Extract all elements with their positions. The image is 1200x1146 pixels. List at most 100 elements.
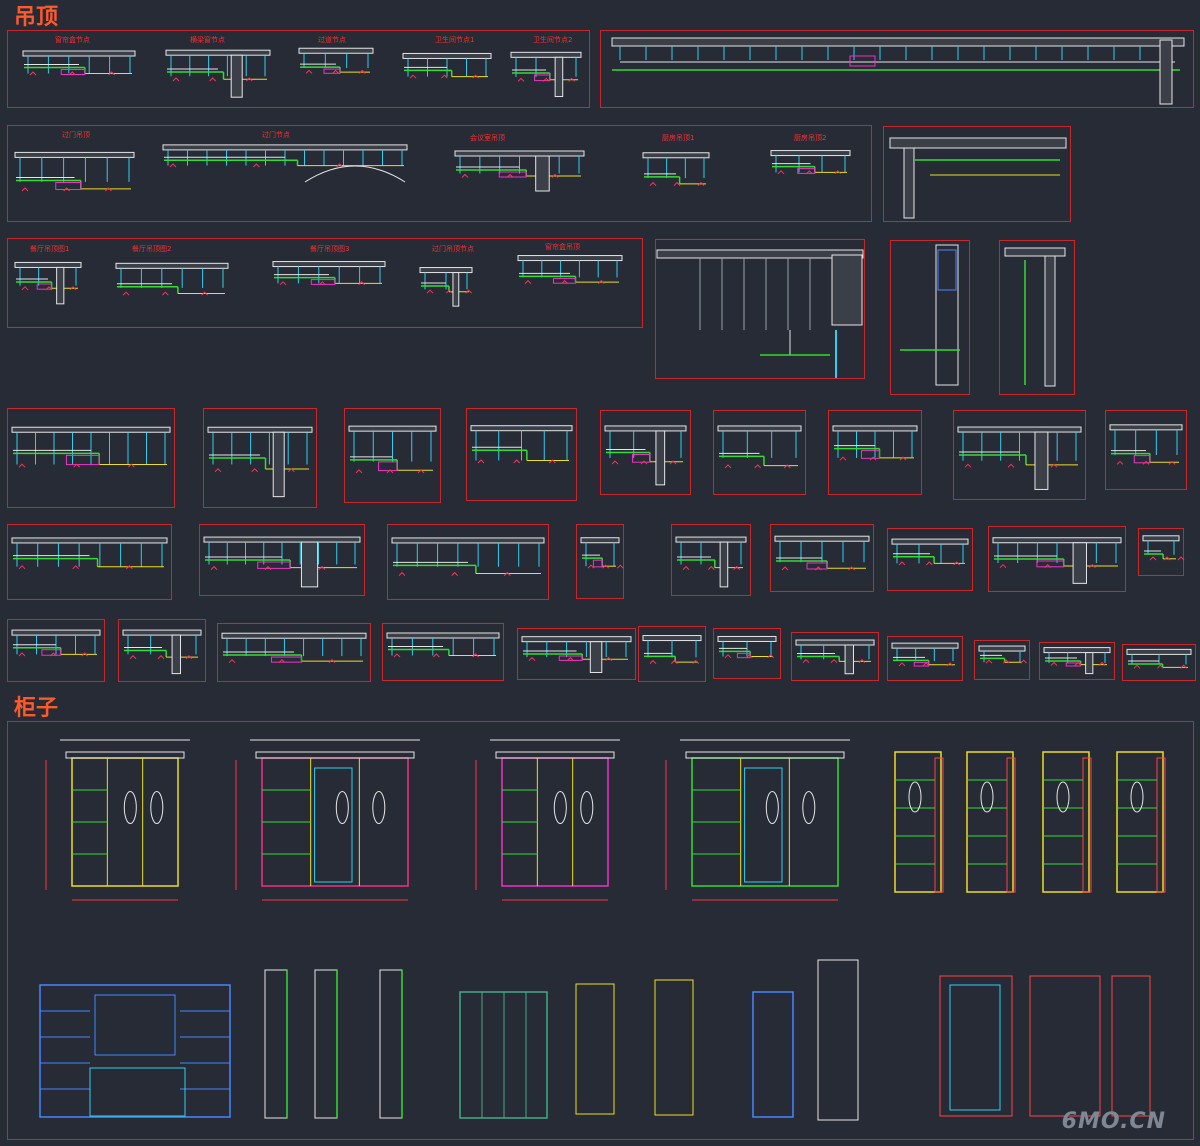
cad-hatch bbox=[440, 74, 448, 79]
cad-rect bbox=[558, 655, 583, 661]
garment-outline bbox=[150, 791, 164, 824]
ceiling-detail-frame bbox=[974, 640, 1030, 680]
cad-hatch bbox=[477, 459, 485, 464]
cad-hatch bbox=[1163, 556, 1171, 561]
cad-rect bbox=[861, 450, 880, 459]
cad-rect bbox=[604, 425, 687, 432]
cad-rect bbox=[207, 426, 313, 433]
ceiling-detail-frame bbox=[887, 636, 963, 681]
cad-hatch bbox=[985, 659, 993, 664]
cad-hatch bbox=[279, 281, 287, 286]
cad-rect bbox=[314, 969, 338, 1119]
cad-rect bbox=[1072, 542, 1087, 584]
cad-arch bbox=[304, 165, 406, 183]
cad-hatch bbox=[602, 564, 610, 569]
cad-hatch bbox=[899, 456, 907, 461]
cad-rect bbox=[675, 536, 747, 543]
cad-rect bbox=[60, 69, 86, 75]
garment-outline bbox=[802, 791, 816, 824]
cad-rect bbox=[685, 751, 845, 759]
ceiling-panel-column bbox=[890, 240, 970, 395]
cad-hatch bbox=[49, 652, 57, 657]
cad-rect bbox=[314, 767, 353, 883]
cad-rect bbox=[717, 635, 777, 642]
ceiling-detail-frame bbox=[387, 524, 549, 600]
cad-hatch bbox=[245, 77, 253, 82]
cad-hatch bbox=[1133, 664, 1141, 669]
label-row3-3: 过门吊顶节点 bbox=[432, 245, 474, 253]
cad-rect bbox=[298, 47, 374, 54]
cad-rect bbox=[122, 629, 202, 636]
cad-rect bbox=[889, 137, 1067, 149]
ceiling-detail-frame bbox=[576, 524, 624, 599]
cad-hatch bbox=[209, 77, 217, 82]
cad-rect bbox=[1044, 255, 1056, 387]
ceiling-detail-frame bbox=[7, 619, 105, 682]
cad-hatch bbox=[386, 469, 394, 474]
cad-rect bbox=[631, 454, 651, 463]
garment-outline bbox=[1130, 781, 1144, 813]
cad-rect bbox=[65, 454, 100, 466]
watermark: 6MO.CN bbox=[1061, 1109, 1166, 1134]
cad-rect bbox=[1133, 455, 1151, 464]
cad-rect bbox=[272, 261, 386, 268]
cad-rect bbox=[1034, 431, 1049, 490]
cad-rect bbox=[642, 635, 702, 642]
cad-hatch bbox=[305, 69, 313, 74]
cad-rect bbox=[992, 537, 1122, 544]
ceiling-detail-frame bbox=[7, 524, 172, 600]
ceiling-detail-frame bbox=[118, 619, 206, 682]
cad-hatch bbox=[108, 71, 116, 76]
cad-hatch bbox=[461, 173, 469, 178]
cad-rect bbox=[534, 74, 551, 82]
cad-hatch bbox=[561, 279, 569, 284]
ceiling-detail-frame bbox=[713, 410, 806, 495]
cad-hatch bbox=[318, 565, 326, 570]
ceiling-detail-frame bbox=[199, 524, 365, 596]
cad-rect bbox=[575, 983, 615, 1115]
cad-hatch bbox=[783, 464, 791, 469]
ceiling-detail-frame bbox=[770, 524, 874, 592]
cad-hatch bbox=[358, 281, 366, 286]
cad-rect bbox=[1036, 560, 1065, 568]
cad-rect bbox=[419, 267, 473, 274]
cad-hatch bbox=[185, 655, 193, 660]
cad-rect bbox=[300, 541, 319, 588]
cad-hatch bbox=[1168, 460, 1176, 465]
cad-rect bbox=[39, 984, 231, 1118]
cad-hatch bbox=[733, 565, 741, 570]
cad-hatch bbox=[1116, 460, 1124, 465]
cad-hatch bbox=[251, 468, 259, 473]
cad-hatch bbox=[673, 181, 681, 186]
cad-rect bbox=[844, 644, 854, 675]
cad-hatch bbox=[1142, 460, 1150, 465]
cad-hatch bbox=[169, 163, 177, 168]
cad-rect bbox=[1042, 751, 1090, 893]
ceiling-detail-frame bbox=[988, 526, 1126, 592]
garment-outline bbox=[335, 791, 349, 824]
cad-hatch bbox=[63, 187, 71, 192]
cad-hatch bbox=[649, 181, 657, 186]
cad-rect bbox=[14, 261, 82, 268]
cad-rect bbox=[580, 537, 620, 544]
cad-hatch bbox=[697, 181, 705, 186]
ceiling-detail-frame bbox=[713, 628, 781, 679]
label-row2-3: 厨房吊顶1 bbox=[662, 134, 695, 142]
label-row2-0: 过门吊顶 bbox=[62, 131, 90, 139]
cad-hatch bbox=[336, 163, 344, 168]
cad-rect bbox=[949, 984, 1001, 1111]
cad-hatch bbox=[692, 659, 700, 664]
cad-rect bbox=[348, 425, 437, 432]
cad-hatch bbox=[925, 561, 933, 566]
label-row2-4: 厨房吊顶2 bbox=[794, 134, 827, 142]
cad-hatch bbox=[830, 658, 838, 664]
cad-hatch bbox=[506, 173, 514, 178]
cad-hatch bbox=[1156, 664, 1164, 669]
ceiling-group-row3 bbox=[7, 238, 643, 328]
cad-rect bbox=[554, 56, 564, 98]
cad-hatch bbox=[73, 463, 81, 468]
cad-rect bbox=[378, 461, 398, 472]
ceiling-detail-frame bbox=[671, 524, 751, 596]
cad-rect bbox=[744, 767, 783, 883]
